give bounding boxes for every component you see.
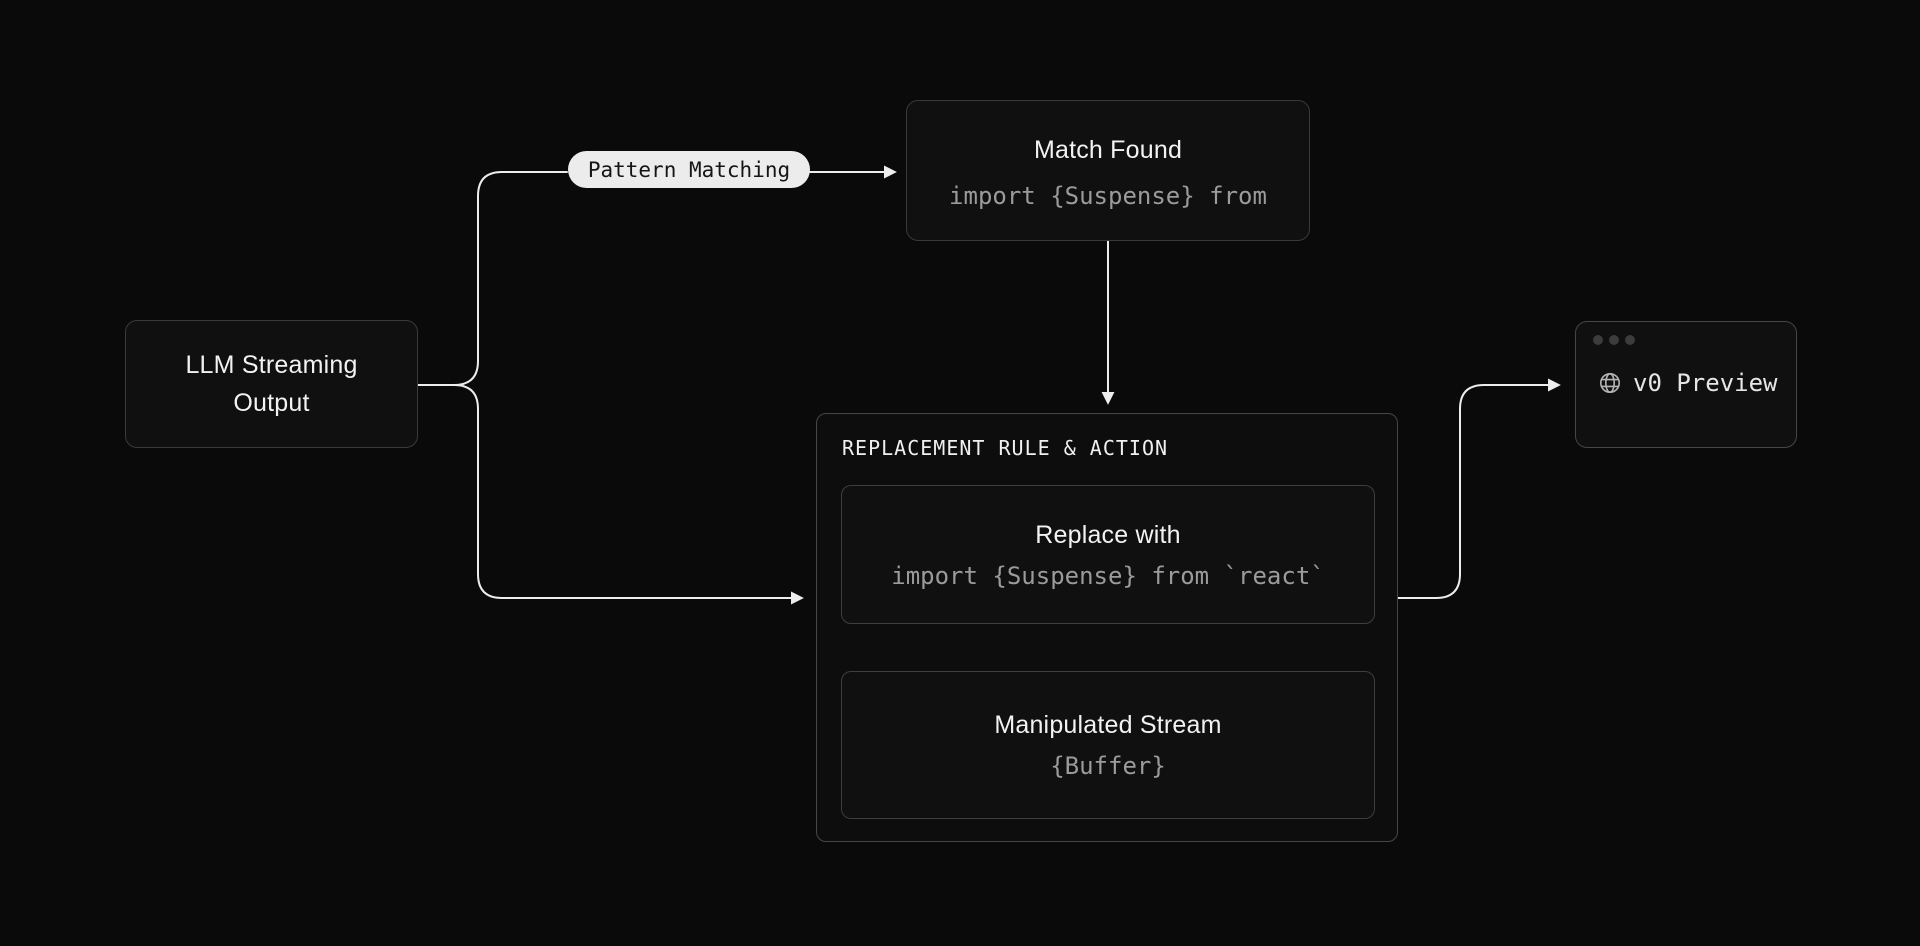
window-dot xyxy=(1593,335,1603,345)
pattern-matching-pill: Pattern Matching xyxy=(568,151,810,188)
replace-with-code: import {Suspense} from `react` xyxy=(891,561,1325,590)
connector-llm-to-container xyxy=(417,384,804,605)
manipulated-stream-title: Manipulated Stream xyxy=(994,711,1222,739)
replacement-rule-container: REPLACEMENT RULE & ACTION Replace with i… xyxy=(816,413,1398,842)
v0-preview-label: v0 Preview xyxy=(1633,369,1778,397)
pattern-matching-label: Pattern Matching xyxy=(587,157,791,182)
replacement-rule-header: REPLACEMENT RULE & ACTION xyxy=(842,436,1169,460)
v0-preview-body: v0 Preview xyxy=(1598,369,1796,397)
connector-llm-to-pill xyxy=(417,171,568,386)
manipulated-stream-code: {Buffer} xyxy=(1050,752,1166,780)
connector-container-to-preview xyxy=(1397,378,1561,599)
v0-preview-window: v0 Preview xyxy=(1575,321,1797,448)
match-found-code: import {Suspense} from xyxy=(949,182,1267,210)
llm-node-title: LLM Streaming Output xyxy=(185,351,358,417)
match-found-node: Match Found import {Suspense} from xyxy=(906,100,1310,241)
replace-with-node: Replace with import {Suspense} from `rea… xyxy=(841,485,1375,624)
window-dot xyxy=(1609,335,1619,345)
globe-icon xyxy=(1598,371,1622,395)
replace-with-title: Replace with xyxy=(1035,520,1181,549)
llm-streaming-output-node: LLM Streaming Output xyxy=(125,320,418,448)
match-found-title: Match Found xyxy=(1033,136,1183,164)
window-dot xyxy=(1625,335,1635,345)
manipulated-stream-node: Manipulated Stream {Buffer} xyxy=(841,671,1375,819)
window-traffic-dots xyxy=(1593,335,1796,345)
